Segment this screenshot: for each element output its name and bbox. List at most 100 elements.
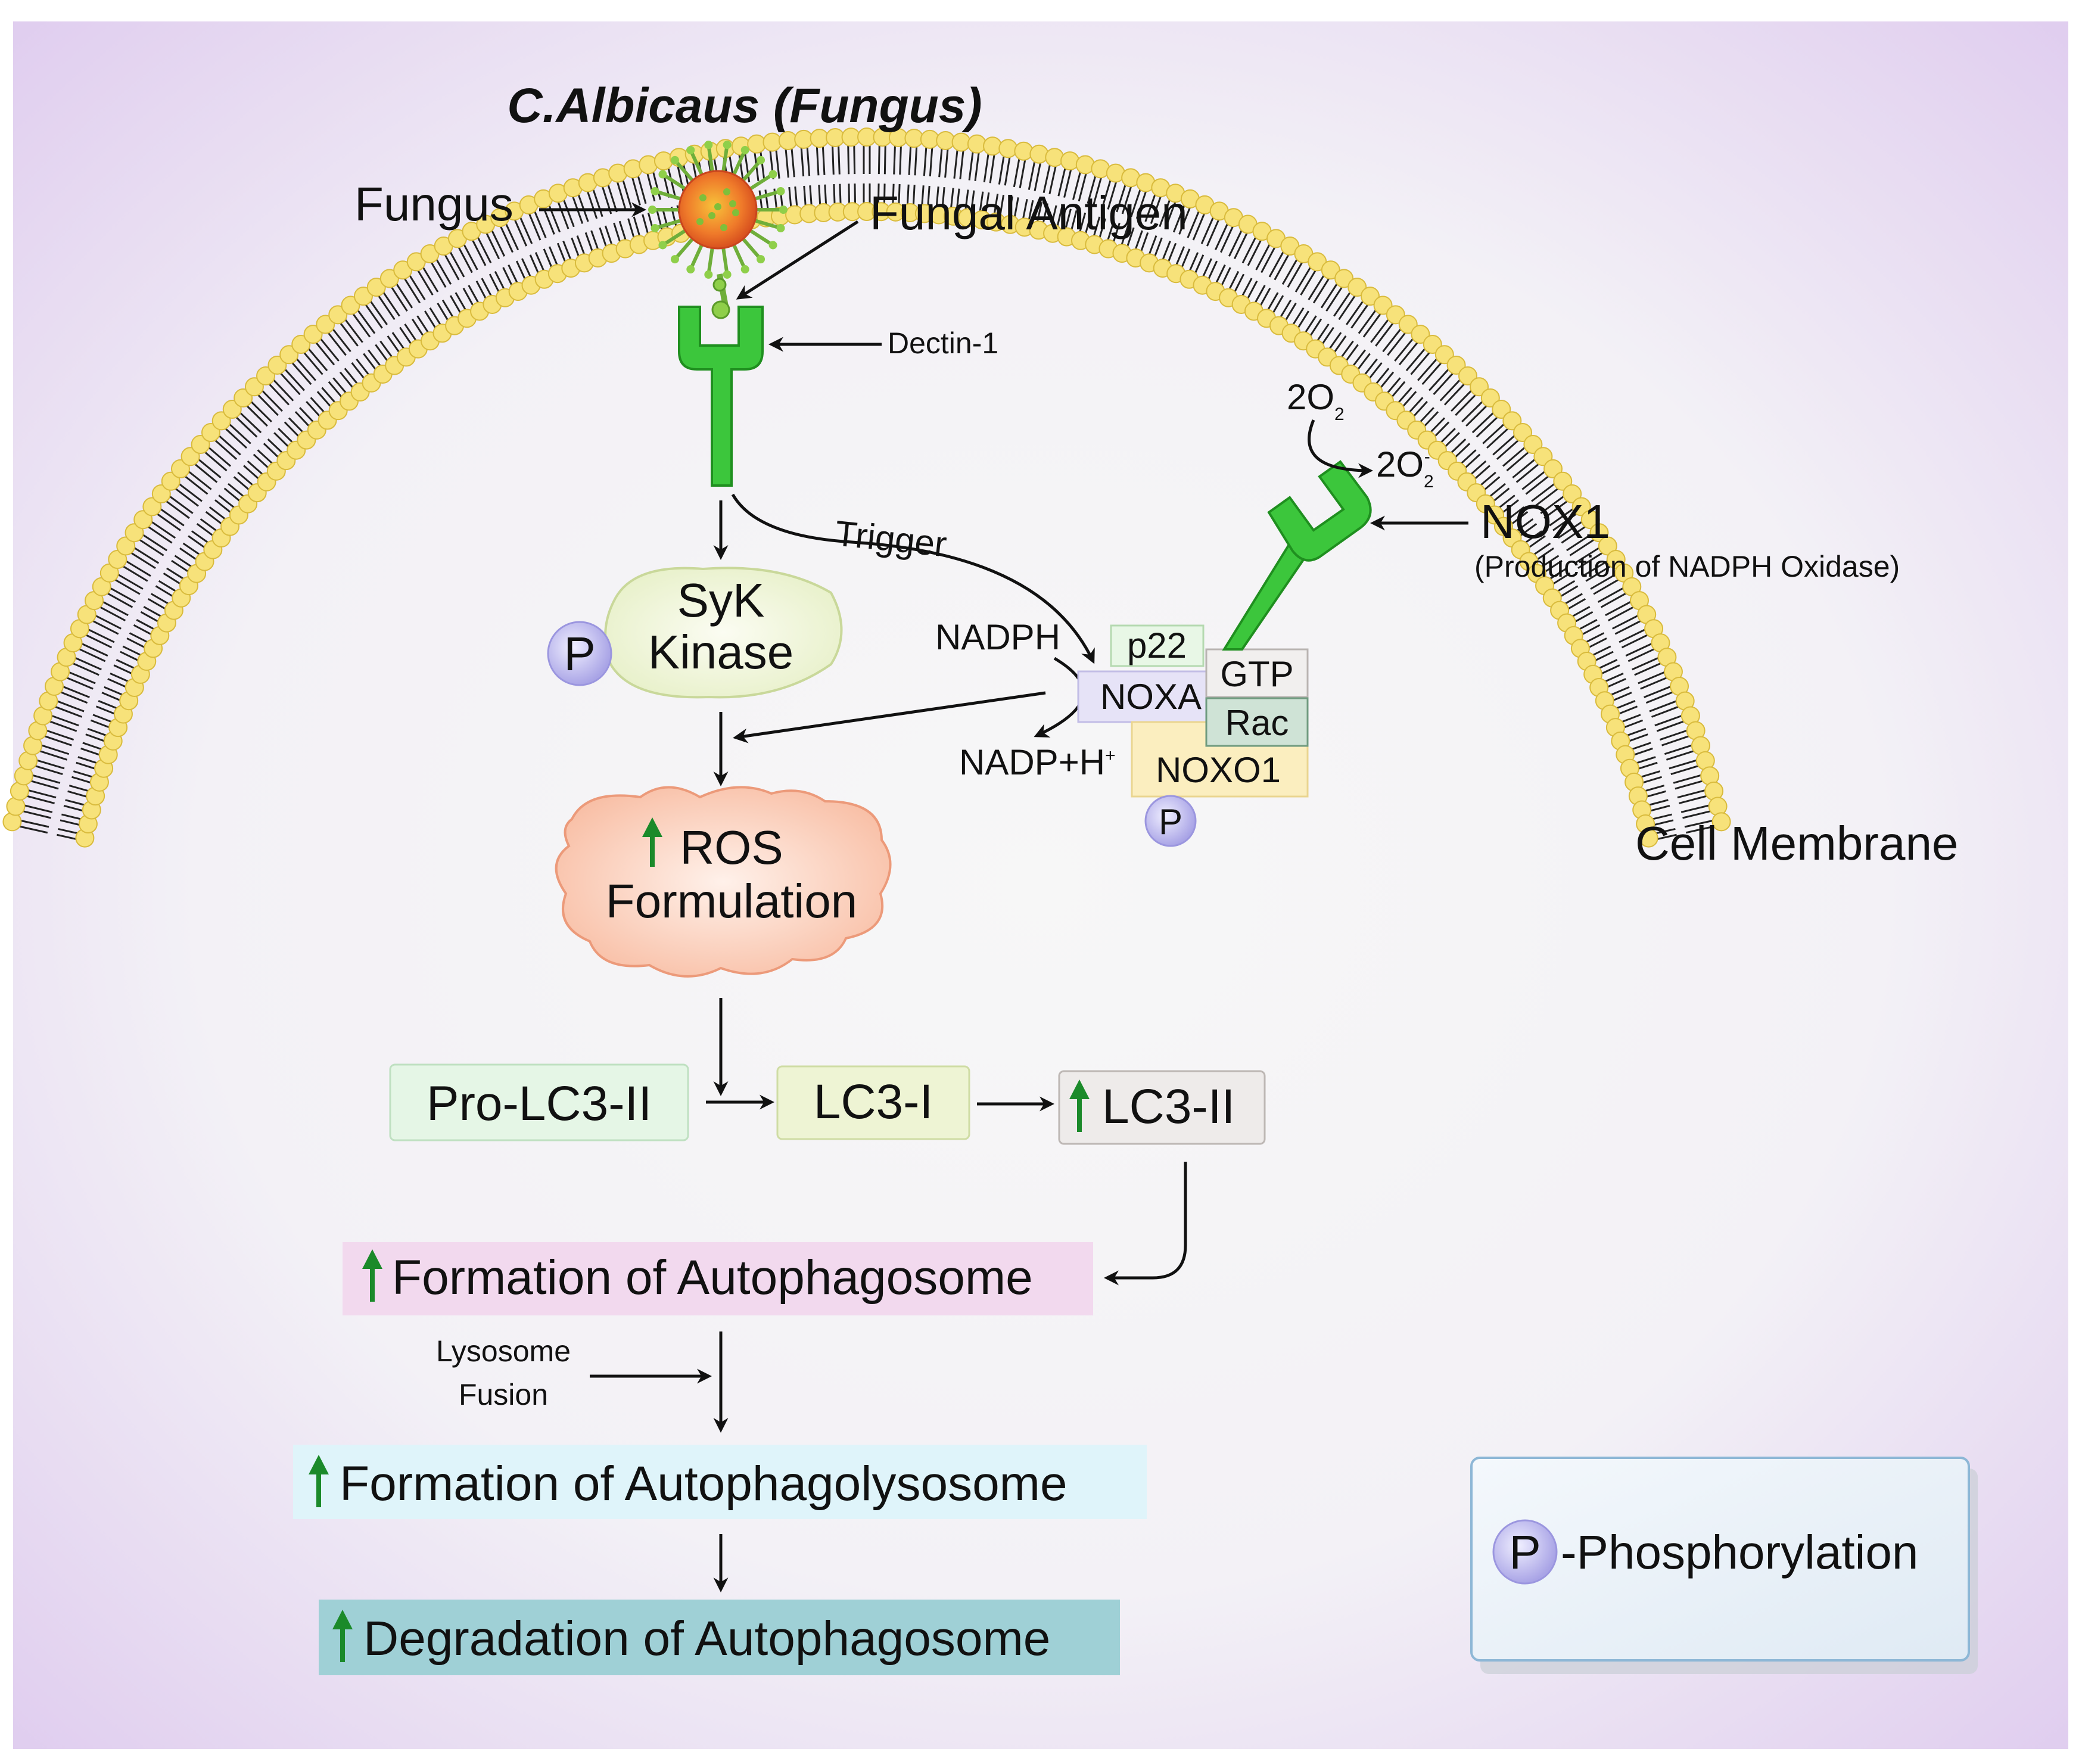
lipid-tail [58,828,78,835]
lipid-tail [1126,227,1135,247]
lipid-tail [914,147,918,176]
lipid-tail [284,368,305,391]
lipid-tail [1542,555,1560,568]
lipid-tail [1638,761,1658,770]
lipid-tail [1098,218,1106,238]
lipid-tail [508,264,518,283]
lipid-tail [57,833,76,840]
lipid-tail [543,207,555,235]
fungus-spike-tip [757,255,765,264]
pro-lc3-label: Pro-LC3-II [427,1077,652,1131]
lipid-tail [379,340,393,358]
lipid-tail [1175,246,1185,265]
lipid-tail [208,447,231,467]
lipid-tail [1632,742,1651,750]
lipid-tail [1493,487,1510,502]
lipid-tail [1515,463,1539,483]
lipid-tail [133,547,160,564]
lipid-tail [1684,820,1713,828]
lipid-tail [1645,691,1673,704]
lipid-tail [1121,225,1129,245]
lipid-tail [1629,733,1648,742]
lipid-tail [214,499,231,513]
lipid-tail [788,186,792,207]
ros-blob [555,786,892,978]
lipid-tail [184,475,208,495]
lysosome-line2: Fusion [459,1378,548,1411]
lipid-tail [169,496,194,514]
lipid-tail [1134,230,1143,250]
lipid-tail [1352,349,1366,366]
lipid-tail [424,310,437,328]
lipid-tail [1398,387,1412,403]
lipid-tail [1633,747,1653,756]
lipid-tail [1557,521,1583,539]
lipid-tail [964,189,969,210]
lipid-tail [1670,765,1699,775]
lipid-tail [316,391,331,407]
lipid-tail [1502,447,1526,467]
lipid-tail [519,217,533,244]
lipid-tail [1178,207,1191,235]
lipid-head [778,130,798,150]
lipid-tail [1605,601,1631,617]
lipid-tail [1357,353,1371,370]
lipid-tail [475,281,487,299]
lipid-tail [1627,648,1655,662]
lipid-tail [1664,744,1692,755]
lipid-tail [974,152,980,181]
lipid-tail [1624,719,1644,729]
lipid-tail [953,150,958,179]
dectin-label: Dectin-1 [888,326,998,360]
lipid-tail [1634,662,1661,676]
lipid-tail [1087,176,1097,204]
lipid-tail [1189,252,1199,271]
lipid-tail [107,678,126,688]
lipid-tail [494,270,505,290]
lipid-tail [1525,475,1549,495]
lipid-tail [344,368,358,384]
lipid-tail [35,765,63,775]
lipid-tail [223,487,241,502]
syk-line2: Kinase [648,626,794,679]
lipid-tail [369,300,388,325]
lipid-tail [315,342,335,366]
fungus-dot [696,218,704,225]
lipid-tail [26,795,55,804]
autophagosome-up-arrow-icon [362,1249,382,1302]
lipid-tail [82,742,102,750]
lipid-tail [273,379,294,402]
lipid-tail [1489,483,1506,497]
lipid-tail [800,148,805,177]
lipid-tail [46,729,74,741]
lipid-tail [1093,177,1102,206]
lipid-tail [158,580,176,592]
lipid-tail [959,150,964,179]
lipid-tail [1451,438,1467,453]
lipid-tail [1434,421,1450,437]
lipid-tail [803,185,807,206]
lipid-tail [321,387,336,403]
lipid-tail [237,471,254,486]
lipid-tail [462,287,474,306]
lipid-tail [1421,362,1442,385]
lipid-tail [101,692,120,701]
lipid-tail [821,146,826,175]
lipid-tail [1461,449,1477,464]
lipid-head [1361,287,1380,306]
lipid-tail [81,643,108,657]
gtp-label: GTP [1220,654,1293,694]
lipid-tail [284,421,300,437]
lipid-tail [853,145,856,175]
lipid-tail [163,573,181,585]
diagram-title: C.Albicaus (Fungus) [507,79,982,133]
lipid-tail [1215,264,1226,283]
nadph-oxidase-complex: p22 NOXA NOXO1 GTP Rac P [1077,624,1309,847]
lipid-tail [273,432,289,447]
lipid-tail [1028,200,1034,220]
lipid-tail [44,735,72,746]
lipid-tail [1234,273,1245,293]
lipid-tail [1545,559,1563,573]
lipid-tail [983,154,989,183]
